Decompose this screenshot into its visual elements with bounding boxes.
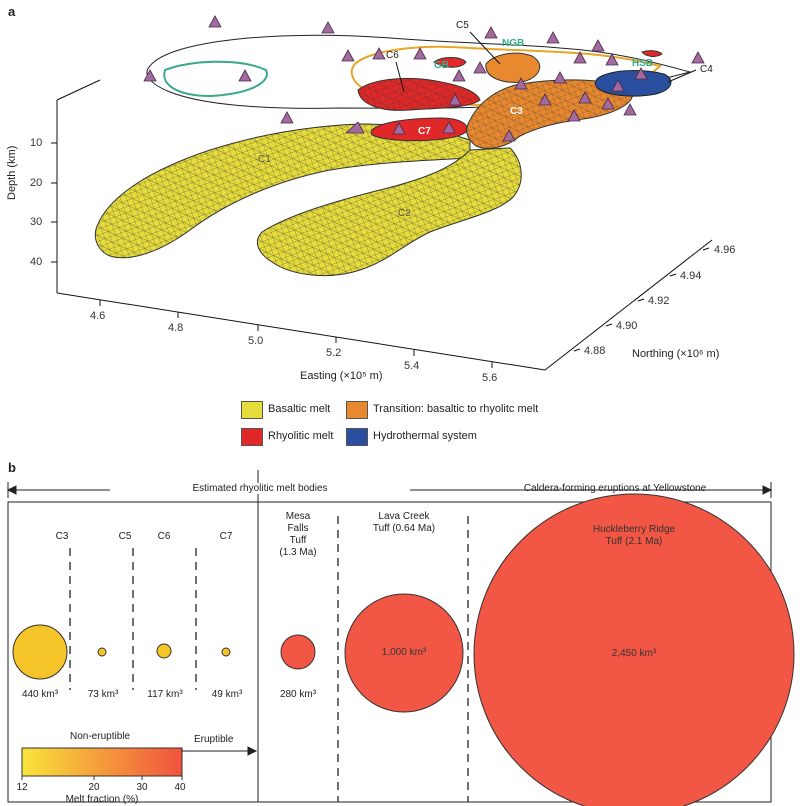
panel-b-figure: [6, 470, 795, 806]
easting-ticks: [99, 300, 493, 368]
legend-swatch-basaltic: [241, 401, 263, 419]
mesa-name-line-3: Tuff: [289, 535, 307, 546]
eruption-huckleberry-volume: 2,450 km³: [611, 648, 657, 659]
depth-tick-20: 20: [30, 177, 43, 189]
header-estimated-melt: Estimated rhyolitic melt bodies: [110, 483, 410, 494]
header-caldera-eruptions: Caldera-forming eruptions at Yellowstone: [523, 483, 707, 494]
plot-frame: [56, 79, 713, 371]
body-c6-volume: 117 km³: [147, 689, 183, 700]
body-c5-name: C5: [118, 531, 132, 542]
eruption-huckleberry-circle: [473, 493, 795, 806]
easting-tick-50: 5.0: [248, 335, 264, 347]
colorbar-ticks: [21, 776, 183, 780]
easting-tick-56: 5.6: [482, 372, 498, 384]
label-gb: GB: [434, 60, 449, 71]
huckleberry-name-line-2: Tuff (2.1 Ma): [605, 536, 663, 547]
legend-swatch-hydrothermal: [346, 428, 368, 446]
seismic-stations: [143, 15, 705, 142]
legend-transition: Transition: basaltic to rhyolitc melt: [373, 403, 539, 415]
label-ngb: NGB: [502, 38, 525, 49]
eruptible-arrow: [181, 746, 258, 756]
northing-tick-496: 4.96: [714, 244, 736, 256]
northing-ticks: [573, 247, 710, 352]
label-c5: C5: [456, 20, 469, 31]
easting-axis-title: Easting (×10⁵ m): [300, 370, 383, 382]
rhyolitic-body-far: [641, 50, 663, 57]
northing-tick-488: 4.88: [584, 345, 606, 357]
mesa-name-line-2: Falls: [287, 523, 309, 534]
rhyolitic-body-c7: [370, 117, 468, 142]
colorbar-tick-40: 40: [174, 782, 186, 793]
hydrothermal-body-c4: [594, 70, 672, 97]
legend-rhyolitic: Rhyolitic melt: [268, 430, 334, 442]
label-c4: C4: [700, 64, 713, 75]
easting-tick-48: 4.8: [168, 322, 184, 334]
basaltic-body-c1-mesh: [95, 124, 471, 258]
colorbar-tick-20: 20: [88, 782, 100, 793]
easting-tick-54: 5.4: [404, 360, 420, 372]
body-c6-name: C6: [157, 531, 171, 542]
transition-body-c5: [485, 52, 541, 83]
body-c7-volume: 49 km³: [211, 689, 243, 700]
panel-b-label: b: [8, 460, 16, 475]
depth-tick-10: 10: [30, 137, 43, 149]
label-c2: C2: [398, 208, 411, 219]
label-hsb: HSB: [632, 58, 654, 69]
dashed-separators: [69, 516, 469, 802]
colorbar-tick-12: 12: [16, 782, 28, 793]
colorbar-title: Melt fraction (%): [65, 794, 139, 805]
panel-a-label: a: [8, 4, 16, 19]
colorbar-rect: [21, 747, 183, 777]
depth-axis-title: Depth (km): [6, 145, 18, 200]
colorbar-tick-30: 30: [136, 782, 148, 793]
huckleberry-name-line-1: Huckleberry Ridge: [592, 524, 676, 535]
legend-swatch-transition: [346, 401, 368, 419]
body-c5-circle: [97, 647, 107, 657]
label-c7: C7: [418, 126, 431, 137]
label-c1: C1: [258, 154, 271, 165]
colorbar-non-eruptible: Non-eruptible: [70, 731, 131, 742]
colorbar-eruptible: Eruptible: [194, 734, 234, 745]
body-c5-volume: 73 km³: [87, 689, 119, 700]
body-c7-circle: [221, 647, 231, 657]
eruption-mesa-falls-volume: 280 km³: [279, 689, 317, 700]
easting-tick-52: 5.2: [326, 347, 342, 359]
body-c3-name: C3: [55, 531, 69, 542]
rhyolitic-body-c6-mesh: [358, 78, 480, 111]
rhyolitic-body-small: [433, 57, 467, 68]
eruption-huckleberry-name: Huckleberry Ridge Tuff (2.1 Ma): [564, 524, 704, 548]
northing-tick-492: 4.92: [648, 295, 670, 307]
lava-name-line-2: Tuff (0.64 Ma): [372, 523, 436, 534]
eruption-mesa-falls-name: Mesa Falls Tuff (1.3 Ma): [266, 511, 330, 559]
c6-leader: [395, 61, 405, 93]
depth-ticks: [51, 142, 57, 263]
northing-axis-title: Northing (×10⁶ m): [632, 348, 720, 360]
body-c3-circle: [12, 624, 68, 680]
legend-swatch-rhyolitic: [241, 428, 263, 446]
body-c7-name: C7: [219, 531, 233, 542]
eruption-lava-creek-circle: [344, 593, 464, 713]
legend-basaltic: Basaltic melt: [268, 403, 331, 415]
body-c6-circle: [156, 643, 172, 659]
c4-leader: [667, 69, 697, 83]
body-c3-volume: 440 km³: [21, 689, 59, 700]
depth-tick-40: 40: [30, 256, 43, 268]
depth-tick-30: 30: [30, 216, 43, 228]
label-c6: C6: [386, 50, 399, 61]
mesa-name-line-4: (1.3 Ma): [279, 547, 317, 558]
easting-tick-46: 4.6: [90, 310, 106, 322]
panel-a-figure: [51, 15, 713, 371]
eruption-lava-creek-name: Lava Creek Tuff (0.64 Ma): [352, 511, 456, 535]
green-caldera-outline: [163, 60, 268, 98]
label-c3: C3: [510, 106, 523, 117]
mesa-name-line-1: Mesa: [285, 511, 311, 522]
basaltic-body-c2-mesh: [257, 148, 522, 276]
c5-leader: [469, 31, 501, 65]
northing-tick-494: 4.94: [680, 270, 702, 282]
northing-tick-490: 4.90: [616, 320, 638, 332]
eruption-lava-creek-volume: 1,000 km³: [381, 647, 427, 658]
lava-name-line-1: Lava Creek: [378, 511, 430, 522]
legend-hydrothermal: Hydrothermal system: [373, 430, 477, 442]
eruption-mesa-falls-circle: [280, 634, 316, 670]
